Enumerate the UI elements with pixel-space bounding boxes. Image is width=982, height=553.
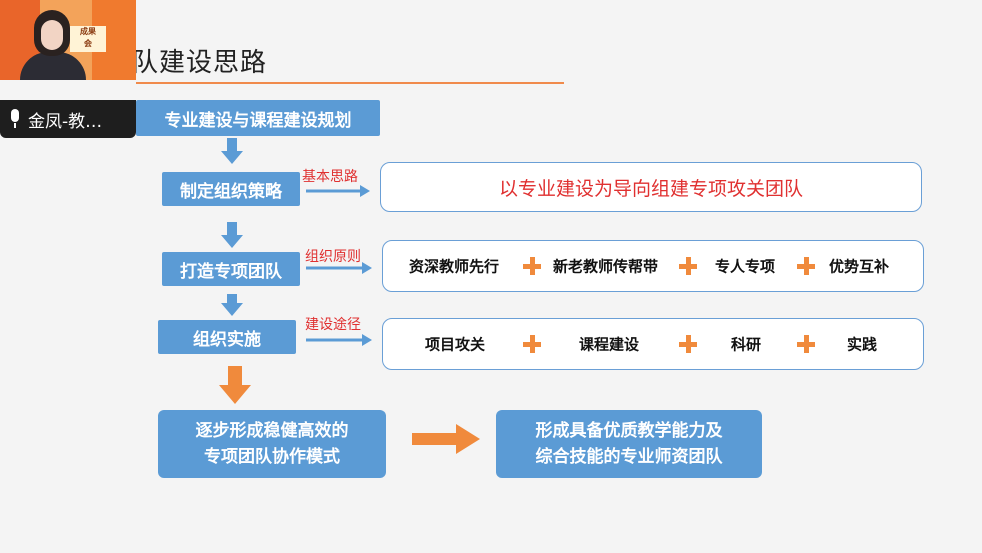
right-arrow-icon xyxy=(306,262,372,274)
principle-item: 新老教师传帮带 xyxy=(553,257,659,276)
principle-item: 专人专项 xyxy=(715,257,776,276)
plan-box: 专业建设与课程建设规划 xyxy=(136,100,380,136)
down-arrow-icon xyxy=(221,222,243,248)
strategy-content-box: 以专业建设为导向组建专项攻关团队 xyxy=(380,162,922,212)
principle-item: 资深教师先行 xyxy=(409,257,500,276)
step-strategy-tag: 基本思路 xyxy=(302,169,358,185)
principle-item: 优势互补 xyxy=(829,257,890,276)
plus-icon xyxy=(679,257,697,275)
path-item: 项目攻关 xyxy=(425,335,486,354)
slide-title: 队建设思路 xyxy=(132,48,268,78)
result-line2: 综合技能的专业师资团队 xyxy=(535,447,723,467)
down-arrow-icon xyxy=(221,138,243,164)
right-arrow-icon xyxy=(306,334,372,346)
plus-icon xyxy=(797,257,815,275)
collab-mode-line1: 逐步形成稳健高效的 xyxy=(195,421,349,441)
step-team-tag: 组织原则 xyxy=(305,249,361,265)
participant-video[interactable]: 成果 会 xyxy=(0,0,136,80)
implement-paths-box: 项目攻关 课程建设 科研 实践 xyxy=(382,318,924,370)
microphone-icon xyxy=(8,109,22,129)
strategy-content-text: 以专业建设为导向组建专项攻关团队 xyxy=(498,177,803,200)
collab-mode-line2: 专项团队协作模式 xyxy=(204,447,340,467)
path-item: 课程建设 xyxy=(579,335,640,354)
collab-mode-box: 逐步形成稳健高效的 专项团队协作模式 xyxy=(158,410,386,478)
result-team-box: 形成具备优质教学能力及 综合技能的专业师资团队 xyxy=(496,410,762,478)
step-strategy-box: 制定组织策略 xyxy=(162,172,300,206)
plus-icon xyxy=(523,257,541,275)
plus-icon xyxy=(523,335,541,353)
down-arrow-icon xyxy=(221,294,243,316)
plus-icon xyxy=(679,335,697,353)
participant-name-bar[interactable]: 金凤-教… xyxy=(0,100,136,138)
path-item: 实践 xyxy=(847,335,878,354)
title-underline xyxy=(136,82,564,84)
participant-name: 金凤-教… xyxy=(28,111,103,132)
path-item: 科研 xyxy=(731,335,762,354)
plus-icon xyxy=(797,335,815,353)
right-arrow-icon xyxy=(306,185,370,197)
down-arrow-icon xyxy=(219,366,251,404)
step-team-box: 打造专项团队 xyxy=(162,252,300,286)
team-principles-box: 资深教师先行 新老教师传帮带 专人专项 优势互补 xyxy=(382,240,924,292)
video-banner: 成果 会 xyxy=(70,26,106,52)
result-line1: 形成具备优质教学能力及 xyxy=(535,421,723,441)
step-implement-box: 组织实施 xyxy=(158,320,296,354)
step-implement-tag: 建设途径 xyxy=(305,317,361,333)
right-arrow-icon xyxy=(412,424,480,454)
